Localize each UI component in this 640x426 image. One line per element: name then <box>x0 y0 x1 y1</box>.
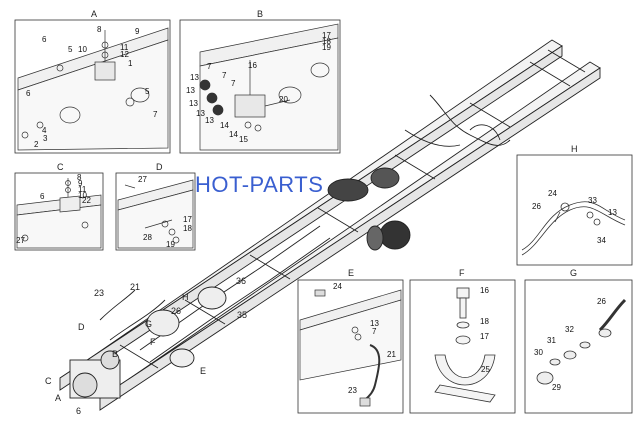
panel-C-label: 11 <box>78 185 87 194</box>
panel-C-label: 10 <box>78 191 87 200</box>
panel-D-label: 19 <box>166 240 175 249</box>
panel-A-label: 4 <box>42 126 47 135</box>
panel-C: C 8 6 9 11 10 22 27 <box>14 162 104 251</box>
main-label-F: F <box>150 337 156 347</box>
panel-C-label: 27 <box>16 236 25 245</box>
panel-A-label: 6 <box>42 35 47 44</box>
panel-C-title: C <box>57 162 64 172</box>
panel-A-label: 7 <box>153 110 158 119</box>
panel-B-label: 7 <box>231 79 236 88</box>
panel-A-label: 10 <box>78 45 87 54</box>
panel-E-label: 21 <box>387 350 396 359</box>
panel-D: D 27 28 17 18 19 <box>115 162 196 251</box>
panel-A-label: 9 <box>135 27 140 36</box>
panel-D-label: 17 <box>183 215 192 224</box>
panel-B-label: 13 <box>196 109 205 118</box>
panel-B-label: 13 <box>190 73 199 82</box>
panel-C-label: 6 <box>40 192 45 201</box>
panel-H-label: 26 <box>532 202 541 211</box>
panel-B-label: 19 <box>322 43 331 52</box>
main-label-H: H <box>182 292 189 302</box>
panel-A-label: 12 <box>120 50 129 59</box>
main-label-E: E <box>200 366 206 376</box>
main-label-B: B <box>112 349 118 359</box>
panel-E-label: 23 <box>348 386 357 395</box>
panel-B-title: B <box>257 9 263 19</box>
main-chassis-drawing <box>59 39 601 411</box>
panel-A-label: 3 <box>43 134 48 143</box>
main-label-6: 6 <box>76 406 81 416</box>
panel-A-label: 11 <box>120 43 129 52</box>
panel-G-label: 32 <box>565 325 574 334</box>
panel-A-label: 8 <box>97 25 102 34</box>
watermark-text: HOT-PARTS <box>195 172 324 197</box>
panel-A-label: 1 <box>128 59 133 68</box>
panel-H: H 24 26 33 13 34 <box>516 144 633 266</box>
main-callout-labels: B C A 6 D 21 23 G 26 F H 36 35 E <box>45 276 247 416</box>
panel-A-label: 5 <box>145 87 150 96</box>
panel-F-title: F <box>459 268 465 278</box>
panel-G-label: 31 <box>547 336 556 345</box>
main-label-35: 35 <box>237 310 247 320</box>
panel-E-label: 7 <box>372 327 377 336</box>
panel-G-label: 29 <box>552 383 561 392</box>
panel-H-label: 13 <box>608 208 617 217</box>
panel-H-label: 33 <box>588 196 597 205</box>
panel-B-label: 7 <box>222 71 227 80</box>
main-label-G: G <box>145 319 152 329</box>
panel-F-label: 25 <box>481 365 490 374</box>
panel-B-label: 14 <box>229 130 238 139</box>
panel-B-label: 16 <box>248 61 257 70</box>
panel-C-label: 22 <box>82 196 91 205</box>
panel-H-label: 24 <box>548 189 557 198</box>
panel-B-label: 15 <box>239 135 248 144</box>
panel-G-label: 26 <box>597 297 606 306</box>
panel-D-title: D <box>156 162 163 172</box>
panel-H-title: H <box>571 144 578 154</box>
panel-B: B 17 18 19 16 7 7 13 13 13 14 14 15 20 1… <box>179 9 341 154</box>
main-label-26: 26 <box>171 306 181 316</box>
panel-D-label: 18 <box>183 224 192 233</box>
panel-B-label: 13 <box>189 99 198 108</box>
panel-C-label: 9 <box>78 179 83 188</box>
panel-E-label: 13 <box>370 319 379 328</box>
panel-E-label: 24 <box>333 282 342 291</box>
panel-C-label: 8 <box>77 173 82 182</box>
panel-F-label: 17 <box>480 332 489 341</box>
panel-B-label: 7 <box>207 62 212 71</box>
panel-E: E 24 13 7 21 23 <box>297 268 404 414</box>
panel-A-label: 6 <box>26 89 31 98</box>
panel-G-title: G <box>570 268 577 278</box>
panel-G-label: 30 <box>534 348 543 357</box>
panel-A-label: 2 <box>34 140 39 149</box>
main-label-A: A <box>55 393 61 403</box>
panel-D-label: 28 <box>143 233 152 242</box>
panel-B-label: 18 <box>322 37 331 46</box>
main-label-23: 23 <box>94 288 104 298</box>
main-label-D: D <box>78 322 85 332</box>
panel-A: A 8 9 6 5 10 11 12 1 5 7 4 3 2 6 <box>14 9 171 154</box>
panel-F-label: 16 <box>480 286 489 295</box>
panel-B-label: 13 <box>186 86 195 95</box>
panel-B-label: 14 <box>220 121 229 130</box>
panel-B-label: 13 <box>205 116 214 125</box>
panel-E-title: E <box>348 268 354 278</box>
panel-F: F 16 18 17 25 <box>409 268 516 414</box>
main-label-C: C <box>45 376 52 386</box>
panel-B-label: 20 <box>279 95 288 104</box>
panel-A-title: A <box>91 9 97 19</box>
panel-H-label: 34 <box>597 236 606 245</box>
main-label-21: 21 <box>130 282 140 292</box>
panel-A-label: 5 <box>68 45 73 54</box>
panel-G: G 26 32 31 30 29 <box>524 268 633 414</box>
main-label-36: 36 <box>236 276 246 286</box>
panel-D-label: 27 <box>138 175 147 184</box>
panel-B-label: 17 <box>322 31 331 40</box>
panel-F-label: 18 <box>480 317 489 326</box>
